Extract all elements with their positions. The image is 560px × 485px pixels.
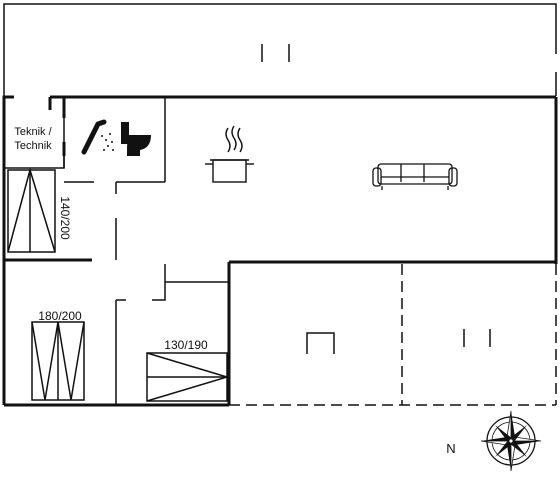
- shower-icon: [81, 119, 114, 155]
- bed-label-130-190: 130/190: [164, 338, 208, 352]
- toilet-icon: [121, 122, 151, 156]
- bed-140-200: [7, 167, 56, 253]
- terrace-outline: [229, 264, 557, 406]
- inner-walls: [4, 97, 229, 405]
- technik-label-line2: Technik: [14, 140, 52, 152]
- bed-130-190: [146, 352, 230, 402]
- terrace-markers: [306, 329, 491, 354]
- sofa-icon: [372, 163, 458, 190]
- bed-180-200: [31, 321, 85, 401]
- north-label: N: [446, 441, 455, 456]
- table-marker: [306, 332, 335, 354]
- bed-label-180-200: 180/200: [38, 309, 82, 323]
- technik-label-line1: Teknik /: [14, 126, 52, 138]
- cooking-pot-icon: [205, 125, 254, 183]
- bed-label-140-200: 140/200: [58, 196, 72, 240]
- upper-terrace: [3, 3, 557, 96]
- compass-rose-icon: [480, 410, 542, 472]
